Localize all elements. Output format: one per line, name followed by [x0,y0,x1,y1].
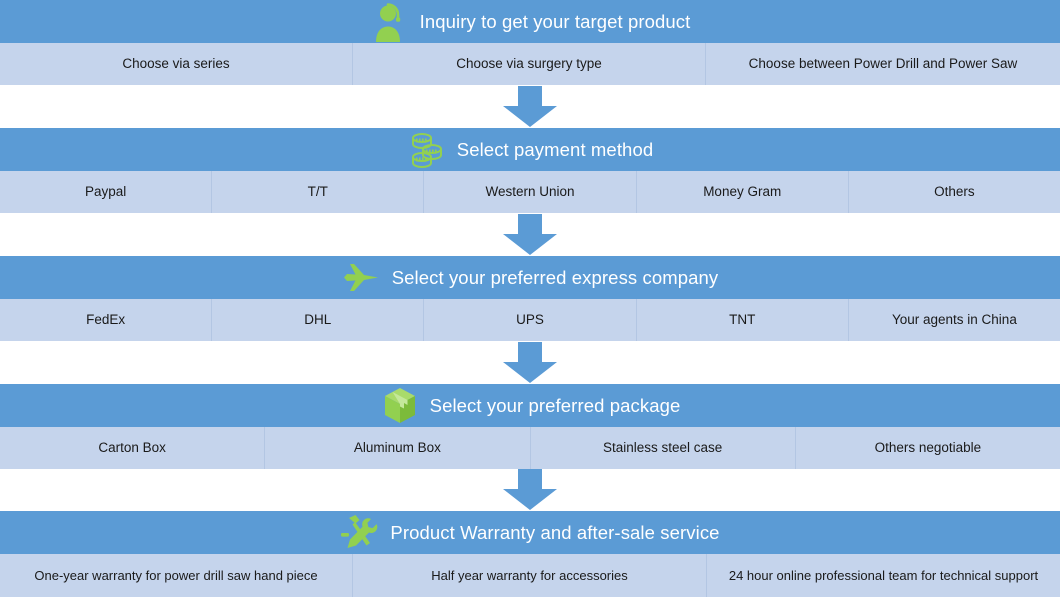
step-express-header: Select your preferred express company [0,256,1060,299]
package-box-icon [380,385,420,427]
step-package-header: Select your preferred package [0,384,1060,427]
option-carton-box[interactable]: Carton Box [0,427,266,469]
option-others-negotiable[interactable]: Others negotiable [874,439,982,455]
option-fedex[interactable]: FedEx [0,299,213,341]
hammer-wrench-tools-icon [340,512,380,554]
option-western-union[interactable]: Western Union [424,171,637,213]
option-tt[interactable]: T/T [212,171,425,213]
customer-service-person-icon [370,1,410,43]
step-warranty: Product Warranty and after-sale service … [0,511,1060,597]
step-warranty-options: One-year warranty for power drill saw ha… [0,554,1060,597]
step-inquiry-title: Inquiry to get your target product [419,10,691,32]
step-package: Select your preferred package Carton Box… [0,384,1060,469]
step-inquiry-options: Choose via series Choose via surgery typ… [0,43,1060,85]
step-payment-title: Select payment method [456,138,654,160]
option-money-gram[interactable]: Money Gram [637,171,849,213]
coins-icon [407,129,447,171]
step-express-options: FedEx DHL UPS TNT Your agents in China [0,299,1060,341]
down-arrow-icon [499,342,561,384]
down-arrow-icon [499,469,561,511]
option-dhl[interactable]: DHL [212,299,425,341]
step-inquiry: Inquiry to get your target product Choos… [0,0,1060,85]
step-warranty-title: Product Warranty and after-sale service [390,521,720,543]
step-package-options: Carton Box Aluminum Box Stainless steel … [0,427,1060,469]
option-choose-via-series[interactable]: Choose via series [0,43,353,85]
step-payment: Select payment method Paypal T/T Western… [0,128,1060,213]
option-tnt[interactable]: TNT [637,299,849,341]
option-your-agents-in-china[interactable]: Your agents in China [891,311,1017,327]
down-arrow-icon [499,214,561,256]
step-package-title: Select your preferred package [429,394,681,416]
option-aluminum-box[interactable]: Aluminum Box [265,427,531,469]
step-payment-options: Paypal T/T Western Union Money Gram Othe… [0,171,1060,213]
option-choose-via-surgery-type[interactable]: Choose via surgery type [353,43,706,85]
option-stainless-steel-case[interactable]: Stainless steel case [531,427,796,469]
option-half-year-warranty[interactable]: Half year warranty for accessories [353,554,707,597]
step-express: Select your preferred express company Fe… [0,256,1060,341]
step-express-title: Select your preferred express company [391,266,719,288]
airplane-icon [342,257,382,299]
option-others[interactable]: Others [934,183,975,199]
option-24-hour-support[interactable]: 24 hour online professional team for tec… [728,567,1039,583]
option-paypal[interactable]: Paypal [0,171,213,213]
down-arrow-icon [499,86,561,128]
step-payment-header: Select payment method [0,128,1060,171]
step-inquiry-header: Inquiry to get your target product [0,0,1060,43]
option-one-year-warranty[interactable]: One-year warranty for power drill saw ha… [0,554,353,597]
step-warranty-header: Product Warranty and after-sale service [0,511,1060,554]
option-ups[interactable]: UPS [424,299,637,341]
option-choose-drill-or-saw[interactable]: Choose between Power Drill and Power Saw [748,55,1018,71]
